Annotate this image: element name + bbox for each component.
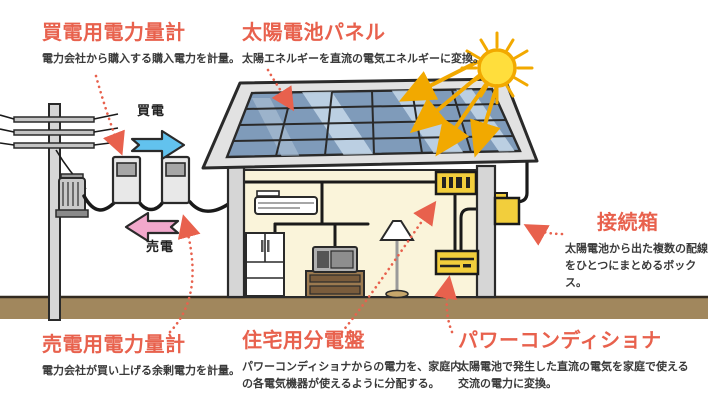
sunlight-arrows — [398, 60, 501, 158]
house-wall-right — [475, 164, 497, 299]
crossarms — [13, 116, 95, 149]
buy-meter-desc: 電力会社から購入する購入電力を計量。 — [42, 53, 240, 65]
air-conditioner — [254, 190, 318, 215]
power-conditioner-title: パワーコンディショナ — [458, 330, 662, 352]
buy-meter-title: 買電用電力量計 — [42, 22, 186, 44]
leader-arrows — [94, 68, 564, 334]
floor-lamp — [379, 220, 415, 299]
caption-power-conditioner: パワーコンディショナ 太陽電池で発生した直流の電気を家庭で使える交流の電力に変換… — [458, 330, 693, 393]
service-wires — [82, 194, 232, 213]
buy-flow-label: 買電 — [137, 103, 166, 118]
junction-box-title: 接続箱 — [597, 212, 659, 234]
caption-junction-box: 接続箱 太陽電池から出た複数の配線をひとつにまとめるボックス。 — [565, 212, 717, 292]
caption-solar-panel: 太陽電池パネル 太陽エネルギーを直流の電気エネルギーに変換。 — [242, 22, 487, 68]
refrigerator — [245, 232, 285, 297]
transformer — [55, 173, 89, 218]
ground — [0, 295, 708, 319]
leader-power-conditioner — [434, 275, 458, 334]
leader-sell-meter — [168, 214, 201, 334]
buy-flow-arrow — [130, 129, 186, 161]
sell-meter-title: 売電用電力量計 — [42, 334, 186, 356]
sell-flow-arrow — [124, 211, 180, 243]
leader-distribution-board — [340, 200, 437, 334]
distribution-board-desc: パワーコンディショナからの電力を、家庭内の各電気機器が使えるように分配する。 — [242, 361, 462, 391]
junction-box-desc: 太陽電池から出た複数の配線をひとつにまとめるボックス。 — [565, 243, 708, 290]
tv-cabinet — [305, 270, 365, 298]
caption-buy-meter: 買電用電力量計 電力会社から購入する購入電力を計量。 — [42, 22, 242, 68]
junction-box-box — [493, 192, 521, 226]
house-wall-left — [226, 164, 246, 299]
sell-flow-label: 売電 — [146, 239, 175, 254]
sell-meter-desc: 電力会社が買い上げる余剰電力を計量。 — [42, 365, 240, 377]
power-conditioner-desc: 太陽電池で発生した直流の電気を家庭で使える交流の電力に変換。 — [458, 361, 689, 391]
power-meter-buy — [111, 155, 142, 205]
television — [312, 246, 358, 273]
utility-pole — [0, 103, 119, 321]
caption-distribution-board: 住宅用分電盤 パワーコンディショナからの電力を、家庭内の各電気機器が使えるように… — [242, 330, 470, 393]
distribution-board-box — [434, 170, 478, 196]
caption-sell-meter: 売電用電力量計 電力会社が買い上げる余剰電力を計量。 — [42, 334, 254, 380]
leader-junction-box — [523, 224, 564, 246]
power-meter-sell — [160, 155, 191, 205]
leader-solar-panel — [266, 68, 295, 112]
interior-wiring — [242, 180, 497, 253]
solar-panel-desc: 太陽エネルギーを直流の電気エネルギーに変換。 — [242, 53, 484, 65]
leader-buy-meter — [94, 74, 125, 156]
power-conditioner-box — [434, 249, 480, 276]
distribution-board-title: 住宅用分電盤 — [242, 330, 365, 352]
solar-panel-title: 太陽電池パネル — [242, 22, 386, 44]
